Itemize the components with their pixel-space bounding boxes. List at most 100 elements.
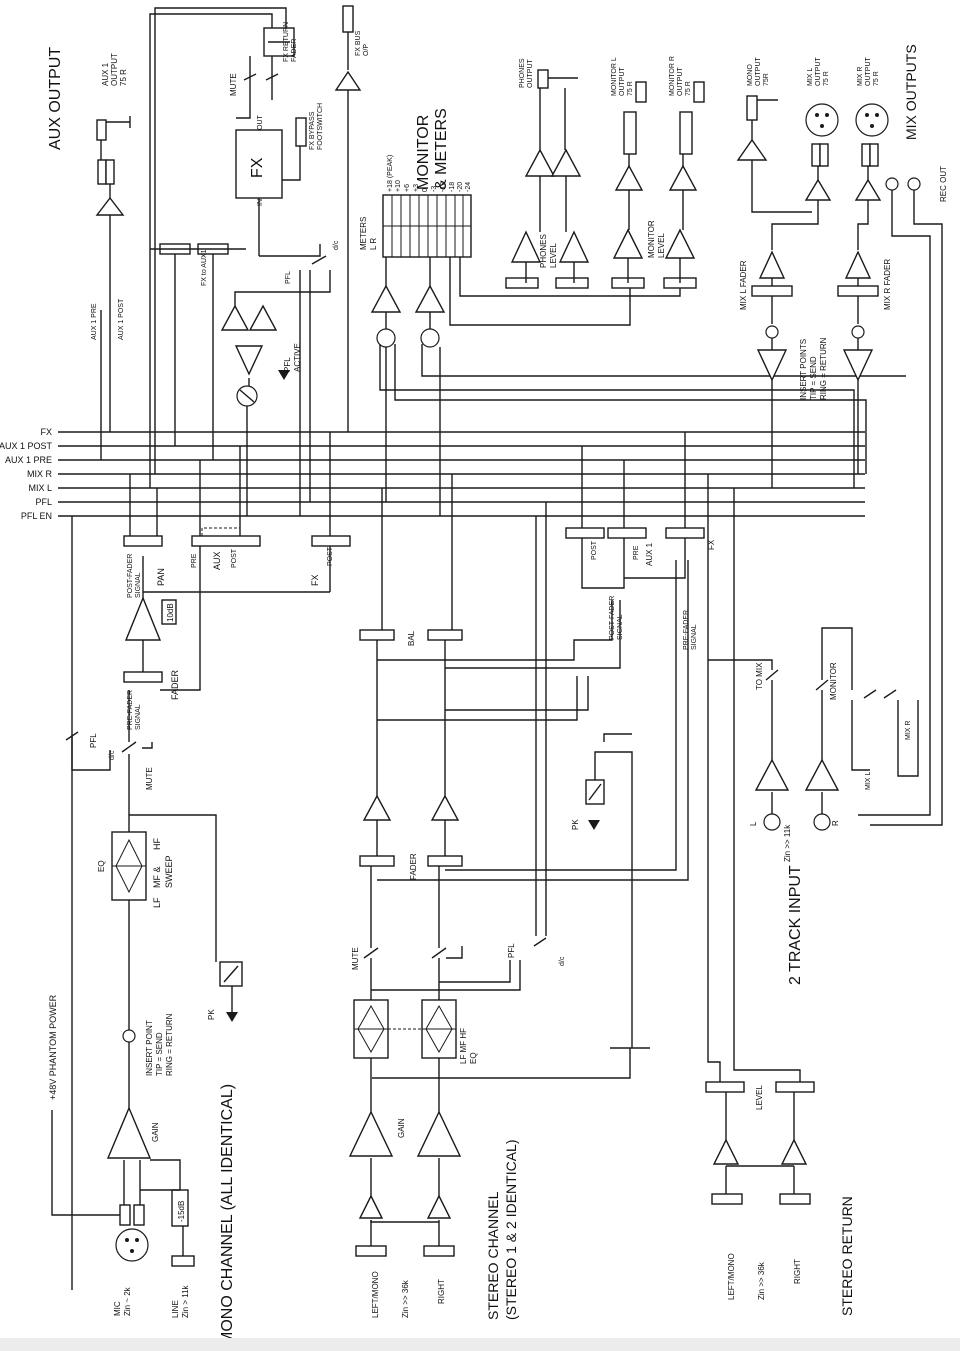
- svg-text:FADER: FADER: [291, 39, 298, 62]
- svg-text:+10: +10: [395, 180, 402, 192]
- monitor-meters-section: METERS L R +18 (PEAK) +10 +6 +3 0 -3 -12…: [220, 56, 906, 516]
- bus-label-pfl-en: PFL EN: [21, 511, 52, 521]
- svg-text:TIP = SEND: TIP = SEND: [809, 356, 818, 400]
- return-amp-l: [712, 1138, 740, 1165]
- svg-text:OUTPUT: OUTPUT: [110, 53, 119, 86]
- svg-text:L: L: [749, 821, 758, 826]
- title-stereo-return: STEREO RETURN: [839, 1196, 855, 1316]
- svg-text:LF MF HF: LF MF HF: [459, 1028, 468, 1064]
- stereo-return-section: LEFT/MONO Zin >> 36k RIGHT LEVEL: [705, 474, 815, 1300]
- svg-text:INSERT POINTS: INSERT POINTS: [799, 339, 808, 400]
- svg-text:75 R: 75 R: [823, 71, 830, 86]
- mono-makeup-amp: [124, 596, 162, 641]
- aux-pre-label: AUX 1 PRE: [91, 303, 98, 340]
- svg-text:MIX L: MIX L: [807, 68, 814, 86]
- svg-text:Zin ~ 2k: Zin ~ 2k: [123, 1286, 132, 1316]
- mix-l-fader: [751, 285, 793, 297]
- svg-text:O/P: O/P: [363, 44, 370, 56]
- svg-text:SIGNAL: SIGNAL: [617, 614, 624, 640]
- two-track-input-section: L R Zin >> 11k TO MIX MONITOR MIX L MIX …: [708, 627, 919, 862]
- meter-driver-amp-l: [370, 284, 402, 313]
- title-stereo-channel-sub: (STEREO 1 & 2 IDENTICAL): [503, 1140, 519, 1320]
- svg-text:OUTPUT: OUTPUT: [677, 67, 684, 97]
- monitor-l-output-jack: [635, 81, 647, 103]
- svg-text:MIX R: MIX R: [857, 67, 864, 86]
- return-amp-r: [780, 1138, 808, 1165]
- return-level-pot-l: [705, 1081, 745, 1093]
- stereo-fx-pot: [665, 527, 705, 539]
- stereo-pk-led: [588, 820, 600, 830]
- svg-text:MIC: MIC: [113, 1301, 122, 1316]
- svg-text:FADER: FADER: [170, 669, 180, 700]
- svg-text:FX BYPASS: FX BYPASS: [309, 111, 316, 150]
- svg-text:Zin >> 36k: Zin >> 36k: [757, 1261, 766, 1300]
- svg-text:MIX R: MIX R: [905, 721, 912, 740]
- stereo-gain-amp-r: [416, 1110, 462, 1157]
- fx-processor-block: [235, 129, 283, 199]
- svg-text:Zin >> 36k: Zin >> 36k: [401, 1279, 410, 1318]
- bus-label-mix-r: MIX R: [27, 469, 53, 479]
- svg-text:75 R: 75 R: [119, 69, 128, 86]
- stereo-left-mono-jack: [355, 1245, 387, 1257]
- svg-text:SIGNAL: SIGNAL: [135, 572, 142, 598]
- svg-text:-24: -24: [465, 182, 472, 192]
- svg-text:+18 (PEAK): +18 (PEAK): [387, 155, 394, 192]
- mix-l-xlr-output: [805, 103, 839, 137]
- svg-text:LEVEL: LEVEL: [549, 243, 558, 268]
- svg-text:MUTE: MUTE: [145, 767, 154, 790]
- svg-text:AUX: AUX: [212, 551, 222, 570]
- return-right-jack: [779, 1193, 811, 1205]
- svg-text:d/c: d/c: [333, 240, 340, 250]
- stereo-gain-amp-l: [348, 1110, 394, 1157]
- svg-text:POST-FADER: POST-FADER: [127, 554, 134, 598]
- svg-text:75 R: 75 R: [685, 81, 692, 96]
- rec-out-r-jack: [907, 177, 921, 191]
- svg-text:+3: +3: [413, 184, 420, 192]
- title-mono-channel: MONO CHANNEL (ALL IDENTICAL): [219, 1084, 236, 1345]
- svg-text:PRE-FADER: PRE-FADER: [127, 690, 134, 730]
- mix-r-fader: [837, 285, 879, 297]
- stereo-right-jack: [423, 1245, 455, 1257]
- fx-bus-output-jack: [342, 5, 354, 33]
- bus-label-aux1-post: AUX 1 POST: [0, 441, 53, 451]
- svg-text:-18: -18: [449, 182, 456, 192]
- mono-gain-amp: [106, 1106, 152, 1159]
- svg-text:MUTE: MUTE: [351, 947, 360, 970]
- svg-text:FOOTSWITCH: FOOTSWITCH: [317, 103, 324, 150]
- svg-text:PFL: PFL: [507, 943, 516, 958]
- mono-fx-pot: [311, 535, 351, 547]
- svg-text:SWEEP: SWEEP: [164, 855, 174, 888]
- title-stereo-channel: STEREO CHANNEL: [485, 1191, 501, 1320]
- svg-text:POST: POST: [591, 540, 598, 560]
- mono-pan-pot: [123, 535, 163, 547]
- svg-text:GAIN: GAIN: [151, 1122, 160, 1142]
- svg-text:-12: -12: [440, 182, 447, 192]
- svg-text:SIGNAL: SIGNAL: [691, 624, 698, 650]
- svg-text:RIGHT: RIGHT: [437, 1279, 446, 1304]
- svg-text:+6: +6: [404, 184, 411, 192]
- fx-section: FX RETURN FADER MUTE FX OUT IN FX BYPASS…: [149, 5, 370, 516]
- phones-output-jack: [537, 69, 549, 89]
- svg-text:PAN: PAN: [156, 568, 166, 586]
- svg-text:PK: PK: [207, 1009, 216, 1020]
- phantom-label: +48V PHANTOM POWER: [48, 994, 58, 1100]
- svg-text:10dB: 10dB: [166, 603, 175, 622]
- svg-text:RIGHT: RIGHT: [793, 1259, 802, 1284]
- svg-text:PFL: PFL: [89, 733, 98, 748]
- meters-label: METERS: [359, 217, 368, 250]
- svg-text:OUT: OUT: [257, 115, 264, 131]
- mono-output-jack: [746, 95, 758, 121]
- svg-text:EQ: EQ: [469, 1052, 478, 1064]
- svg-text:PRE-FADER: PRE-FADER: [683, 610, 690, 650]
- aux-output-amp: [95, 196, 125, 216]
- svg-text:FX BUS: FX BUS: [355, 30, 362, 56]
- svg-text:OUTPUT: OUTPUT: [865, 57, 872, 87]
- svg-text:MONITOR R: MONITOR R: [669, 56, 676, 96]
- fx-block-label: FX: [249, 157, 266, 178]
- aux-output-section: AUX 1 OUTPUT 75 R AUX 1 PRE AUX 1 POST: [91, 53, 131, 460]
- svg-text:OUTPUT: OUTPUT: [815, 57, 822, 87]
- svg-text:FX RETURN: FX RETURN: [283, 22, 290, 62]
- title-aux-output: AUX OUTPUT: [47, 47, 64, 150]
- return-left-mono-jack: [711, 1193, 743, 1205]
